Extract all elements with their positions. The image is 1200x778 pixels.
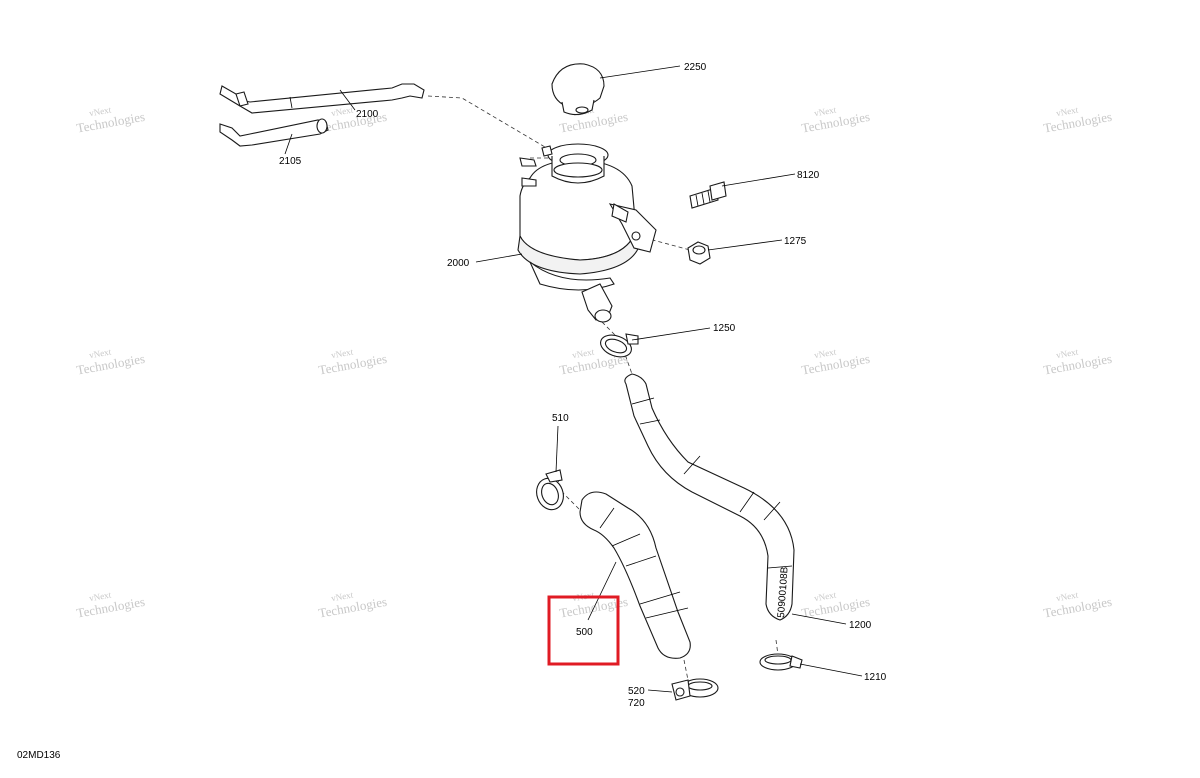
watermark: vNext Technologies: [75, 346, 146, 377]
svg-text:vNext: vNext: [330, 104, 354, 118]
svg-text:vNext: vNext: [88, 346, 112, 360]
watermark: vNext Technologies: [317, 346, 388, 377]
callout-2000[interactable]: 2000: [447, 258, 470, 269]
callout-720[interactable]: 720: [628, 698, 645, 709]
hose-marking: 50900108B: [776, 566, 791, 618]
callout-2250[interactable]: 2250: [684, 62, 707, 73]
callout-8120[interactable]: 8120: [797, 170, 820, 181]
callout-520[interactable]: 520: [628, 686, 645, 697]
part-1275-nut[interactable]: [687, 241, 711, 265]
svg-text:vNext: vNext: [88, 104, 112, 118]
svg-text:vNext: vNext: [330, 346, 354, 360]
watermark: vNext Technologies: [800, 346, 871, 377]
callout-1275[interactable]: 1275: [784, 236, 807, 247]
svg-text:vNext: vNext: [1055, 346, 1079, 360]
watermark: vNext Technologies: [800, 589, 871, 620]
callout-1250[interactable]: 1250: [713, 323, 736, 334]
callout-1210[interactable]: 1210: [864, 672, 887, 683]
callouts: 2250 2100 2105 8120 1275 2000 1250 510 5…: [279, 62, 887, 709]
callout-2105[interactable]: 2105: [279, 156, 302, 167]
svg-text:vNext: vNext: [813, 589, 837, 603]
svg-text:vNext: vNext: [88, 589, 112, 603]
svg-text:vNext: vNext: [330, 589, 354, 603]
watermark: vNext Technologies: [1042, 346, 1113, 377]
watermark: vNext Technologies: [800, 104, 871, 135]
callout-500[interactable]: 500: [576, 627, 593, 638]
part-520-clamp[interactable]: [671, 678, 719, 701]
part-8120-screw[interactable]: [689, 181, 727, 209]
leader-lines: [284, 65, 863, 693]
part-500-hose[interactable]: [579, 491, 691, 659]
part-2105-tube[interactable]: [219, 118, 329, 147]
watermark: vNext Technologies: [75, 104, 146, 135]
watermark: vNext Technologies: [1042, 104, 1113, 135]
callout-2100[interactable]: 2100: [356, 109, 379, 120]
part-1200-hose[interactable]: 50900108B: [624, 373, 795, 621]
part-2250-cap[interactable]: [551, 63, 605, 116]
watermark: vNext Technologies: [317, 589, 388, 620]
watermark: vNext Technologies: [1042, 589, 1113, 620]
diagram-reference-code: 02MD136: [17, 750, 61, 761]
svg-text:vNext: vNext: [813, 104, 837, 118]
svg-text:vNext: vNext: [1055, 104, 1079, 118]
svg-text:vNext: vNext: [571, 346, 595, 360]
svg-text:vNext: vNext: [1055, 589, 1079, 603]
part-2100-tube[interactable]: [219, 83, 425, 114]
svg-text:vNext: vNext: [813, 346, 837, 360]
part-2000-reservoir[interactable]: [517, 143, 657, 323]
part-1210-clamp[interactable]: [759, 653, 803, 671]
highlight-box: [547, 595, 620, 666]
watermark: vNext Technologies: [75, 589, 146, 620]
callout-1200[interactable]: 1200: [849, 620, 872, 631]
part-1250-clamp[interactable]: [598, 331, 639, 361]
callout-510[interactable]: 510: [552, 413, 569, 424]
part-510-clamp[interactable]: [532, 469, 567, 513]
